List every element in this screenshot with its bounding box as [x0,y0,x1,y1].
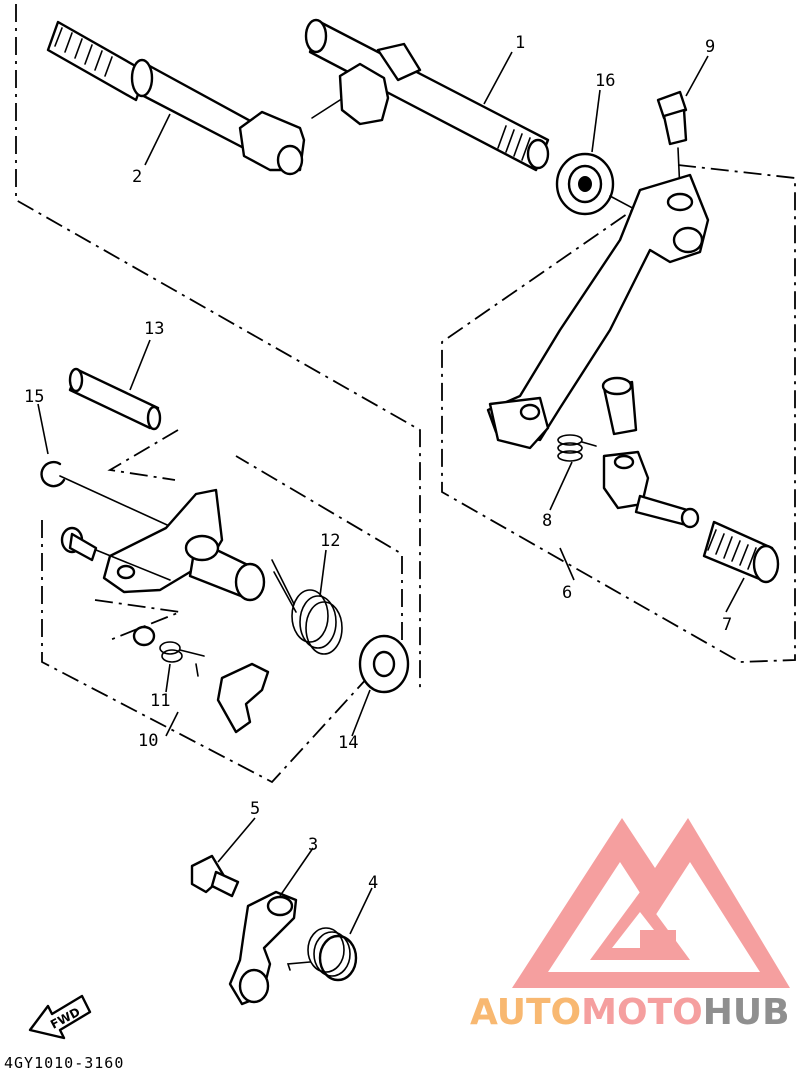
part-8-spring [557,434,597,462]
part-1-shift-shaft [304,18,550,172]
callout-10: 10 [138,731,158,751]
part-10-shift-arm [60,488,270,734]
callout-13: 13 [144,319,164,339]
part-13-pin [68,367,162,431]
logo-word-moto: MOTO [581,992,703,1033]
part-3-lever [228,890,298,1006]
part-14-washer [358,634,410,694]
leader-lines [37,51,745,935]
callout-14: 14 [338,733,358,753]
logo-word-hub: HUB [703,992,790,1033]
automotohub-logo: AUTOMOTOHUB [470,818,790,1033]
part-7-pedal-rubber [702,520,780,584]
callout-11: 11 [150,691,170,711]
drawing-code: 4GY1010-3160 [4,1054,124,1072]
callout-16: 16 [595,71,615,91]
part-9-bolt [656,90,688,193]
logo-word-auto: AUTO [470,992,581,1033]
callout-8: 8 [542,511,552,531]
callout-numbers: 1 2 3 4 5 6 7 8 9 10 11 12 13 14 15 16 [24,33,732,893]
callout-2: 2 [132,167,142,187]
assembly-outlines [15,4,796,784]
callout-9: 9 [705,37,715,57]
callout-12: 12 [320,531,340,551]
part-5-bolt [190,854,240,898]
forward-direction-arrow: FWD [28,994,92,1040]
part-6-shift-pedal [486,173,710,529]
part-16-oil-seal [555,152,641,216]
callout-1: 1 [515,33,525,53]
part-12-torsion-spring [271,559,343,655]
callout-6: 6 [562,583,572,603]
callout-7: 7 [722,615,732,635]
callout-15: 15 [24,387,44,407]
svg-text:AUTOMOTOHUB: AUTOMOTOHUB [470,992,790,1033]
part-2-shift-shaft [46,20,341,176]
callout-5: 5 [250,799,260,819]
part-4-spring [286,927,358,982]
callout-4: 4 [368,873,378,893]
callout-3: 3 [308,835,318,855]
